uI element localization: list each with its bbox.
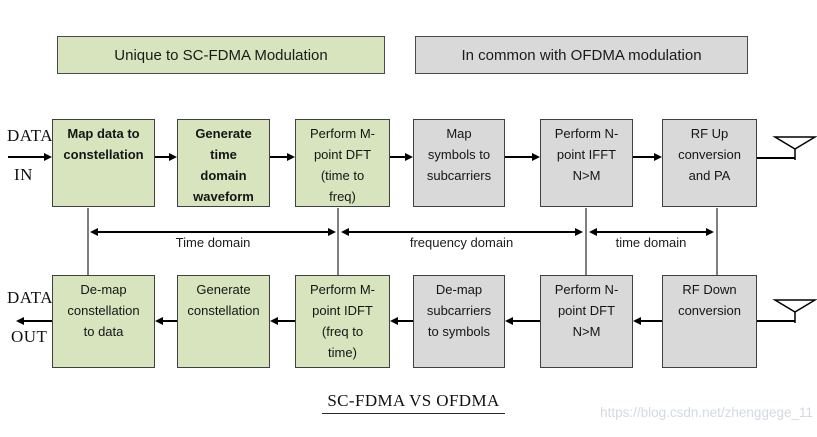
arrow-tx-1-2 (155, 153, 177, 161)
data-in-label-word1: DATA (7, 126, 53, 145)
arrow-tx-2-3 (270, 153, 295, 161)
domain-label-time-tx: Time domain (175, 235, 251, 250)
domain-arrow-time-tx (90, 228, 336, 235)
block-map-data-to-constellation: Map data to constellation (52, 119, 155, 207)
domain-arrow-time-rx (589, 228, 714, 235)
legend-unique-sc-fdma: Unique to SC-FDMA Modulation (57, 36, 385, 74)
block-n-point-dft: Perform N- point DFT N>M (540, 275, 633, 368)
arrow-rx-2-1 (155, 317, 177, 325)
block-generate-time-domain-waveform: Generate time domain waveform (177, 119, 270, 207)
block-m-point-idft: Perform M- point IDFT (freq to time) (295, 275, 390, 368)
data-in-label-word2: IN (14, 165, 33, 184)
block-n-point-ifft: Perform N- point IFFT N>M (540, 119, 633, 207)
diagram-title-row: SC-FDMA VS OFDMA (0, 391, 817, 414)
block-generate-constellation: Generate constellation (177, 275, 270, 368)
connector-line-3 (585, 208, 587, 275)
arrow-data-out (16, 317, 52, 325)
data-out-label-word2: OUT (11, 327, 48, 346)
connector-line-4 (716, 208, 718, 275)
domain-label-time-rx: time domain (615, 235, 687, 250)
diagram-title: SC-FDMA VS OFDMA (322, 391, 505, 414)
legend-common-ofdma: In common with OFDMA modulation (415, 36, 748, 74)
arrow-tx-3-4 (390, 153, 413, 161)
arrow-rx-3-2 (270, 317, 295, 325)
arrow-rx-4-3 (390, 317, 413, 325)
block-rf-down-conversion: RF Down conversion (662, 275, 757, 368)
connector-line-2 (337, 208, 339, 275)
block-map-symbols-to-subcarriers: Map symbols to subcarriers (413, 119, 505, 207)
domain-arrow-frequency (341, 228, 583, 235)
connector-line-1 (87, 208, 89, 275)
data-out-label-word1: DATA (7, 288, 53, 307)
domain-label-frequency: frequency domain (409, 235, 514, 250)
antenna-icon-rx (772, 299, 817, 323)
arrow-tx-5-6 (633, 153, 662, 161)
antenna-feed-line-rx (757, 320, 795, 322)
block-m-point-dft: Perform M- point DFT (time to freq) (295, 119, 390, 207)
block-demap-constellation-to-data: De-map constellation to data (52, 275, 155, 368)
block-demap-subcarriers-to-symbols: De-map subcarriers to symbols (413, 275, 505, 368)
watermark-text: https://blog.csdn.net/zhenggege_11 (600, 405, 813, 420)
arrow-rx-6-5 (633, 317, 662, 325)
arrow-tx-4-5 (505, 153, 540, 161)
arrow-data-in (8, 153, 52, 161)
antenna-icon-tx (772, 136, 817, 160)
block-rf-up-conversion-pa: RF Up conversion and PA (662, 119, 757, 207)
arrow-rx-5-4 (505, 317, 540, 325)
antenna-feed-line-tx (757, 157, 795, 159)
